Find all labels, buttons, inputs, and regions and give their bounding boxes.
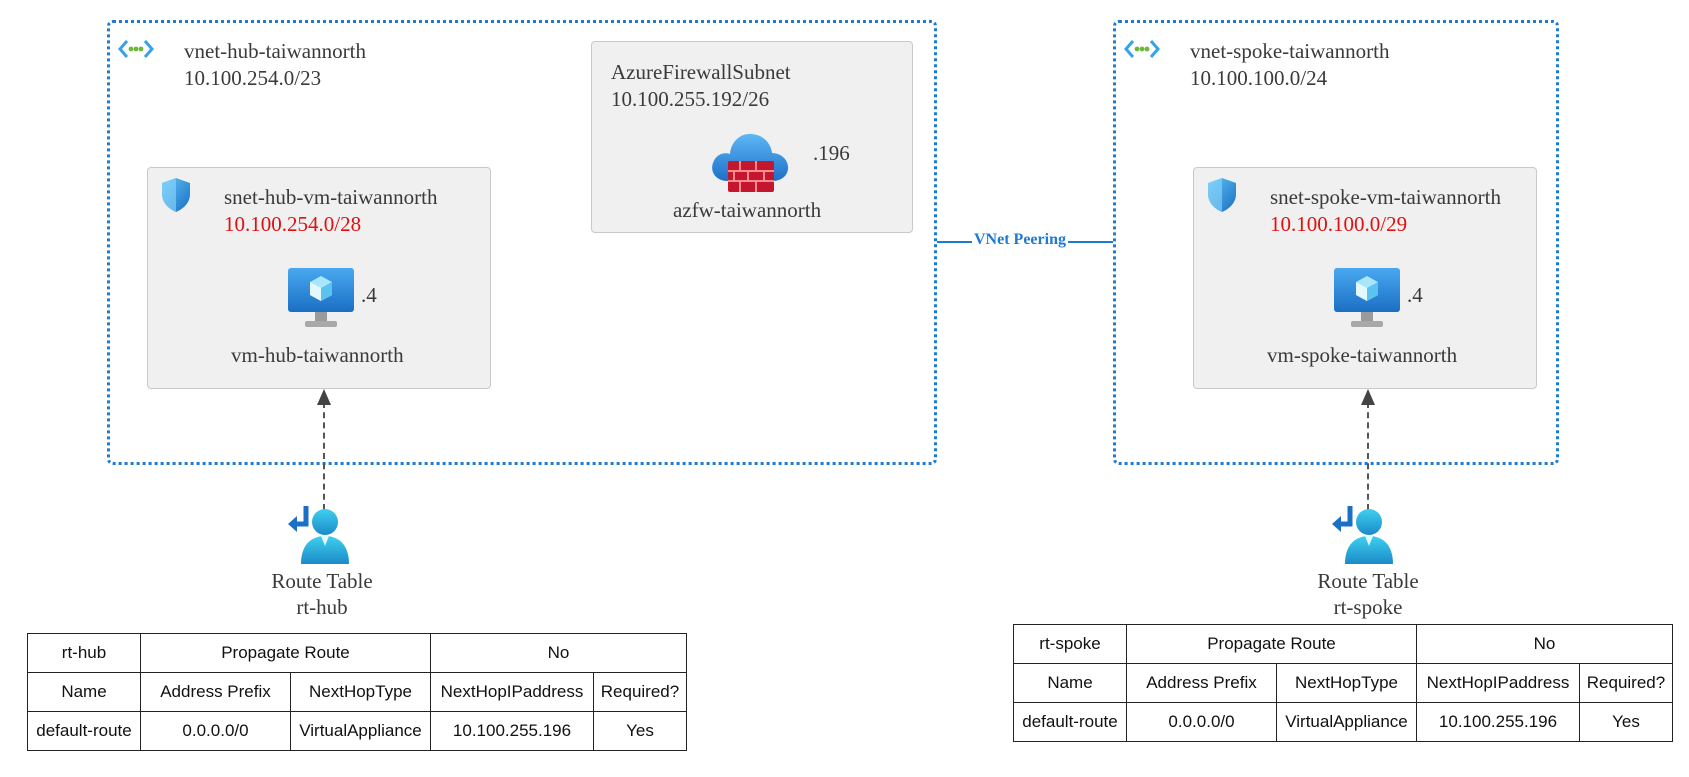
table-header-cell: Address Prefix — [140, 672, 291, 712]
firewall-subnet-cidr: 10.100.255.192/26 — [611, 87, 770, 111]
table-cell: Yes — [593, 711, 687, 751]
arrow-up-icon — [1361, 389, 1375, 405]
table-row: Name Address Prefix NextHopType NextHopI… — [27, 672, 687, 712]
spoke-route-association-line — [1367, 402, 1369, 510]
firewall-name: azfw-taiwannorth — [673, 198, 822, 222]
table-cell: VirtualAppliance — [290, 711, 431, 751]
table-cell: Yes — [1579, 702, 1673, 742]
virtual-machine-icon — [288, 268, 354, 327]
table-header-cell: NextHopIPaddress — [1416, 663, 1580, 703]
table-header-cell: Required? — [1579, 663, 1673, 703]
table-cell: rt-hub — [27, 633, 141, 673]
hub-vnet-name: vnet-hub-taiwannorth — [184, 39, 366, 63]
table-header-cell: Name — [1013, 663, 1127, 703]
route-table-icon — [1332, 506, 1393, 564]
spoke-route-table-grid: rt-spoke Propagate Route No Name Address… — [1013, 624, 1673, 742]
peering-label: VNet Peering — [972, 231, 1068, 249]
hub-vnet-container — [107, 20, 937, 465]
shield-icon — [162, 178, 190, 212]
table-cell: 0.0.0.0/0 — [140, 711, 291, 751]
hub-route-table-name: rt-hub — [296, 595, 348, 619]
firewall-ip-suffix: .196 — [813, 141, 850, 165]
table-header-cell: Address Prefix — [1126, 663, 1277, 703]
table-row: rt-hub Propagate Route No — [27, 633, 687, 673]
table-row: default-route 0.0.0.0/0 VirtualAppliance… — [27, 711, 687, 751]
route-table-icon — [288, 506, 349, 564]
table-cell: Propagate Route — [1126, 624, 1417, 664]
arrow-up-icon — [317, 389, 331, 405]
hub-vnet-cidr: 10.100.254.0/23 — [184, 66, 322, 90]
hub-vm-suffix: .4 — [361, 283, 377, 307]
table-row: rt-spoke Propagate Route No — [1013, 624, 1673, 664]
table-header-cell: NextHopType — [290, 672, 431, 712]
spoke-subnet-cidr: 10.100.100.0/29 — [1270, 212, 1408, 236]
spoke-route-table-label: Route Table — [1317, 569, 1419, 593]
table-cell: 10.100.255.196 — [1416, 702, 1580, 742]
table-cell: No — [430, 633, 687, 673]
spoke-vnet-name: vnet-spoke-taiwannorth — [1190, 39, 1390, 63]
hub-route-association-line — [323, 402, 325, 510]
spoke-vnet-container — [1113, 20, 1559, 465]
table-cell: 10.100.255.196 — [430, 711, 594, 751]
table-header-cell: NextHopIPaddress — [430, 672, 594, 712]
hub-vm-name: vm-hub-taiwannorth — [231, 343, 404, 367]
vnet-icon — [118, 40, 154, 58]
table-cell: 0.0.0.0/0 — [1126, 702, 1277, 742]
table-cell: Propagate Route — [140, 633, 431, 673]
hub-route-table-label: Route Table — [271, 569, 373, 593]
table-cell: rt-spoke — [1013, 624, 1127, 664]
table-row: default-route 0.0.0.0/0 VirtualAppliance… — [1013, 702, 1673, 742]
table-cell: No — [1416, 624, 1673, 664]
spoke-subnet-name: snet-spoke-vm-taiwannorth — [1270, 185, 1501, 209]
spoke-vm-suffix: .4 — [1407, 283, 1423, 307]
table-header-cell: Required? — [593, 672, 687, 712]
hub-subnet-name: snet-hub-vm-taiwannorth — [224, 185, 438, 209]
vnet-icon — [1124, 40, 1160, 58]
table-cell: default-route — [1013, 702, 1127, 742]
shield-icon — [1208, 178, 1236, 212]
hub-subnet-cidr: 10.100.254.0/28 — [224, 212, 362, 236]
table-header-cell: Name — [27, 672, 141, 712]
spoke-route-table-name: rt-spoke — [1333, 595, 1403, 619]
table-header-cell: NextHopType — [1276, 663, 1417, 703]
azure-firewall-icon — [712, 133, 789, 192]
hub-route-table-grid: rt-hub Propagate Route No Name Address P… — [27, 633, 687, 751]
table-row: Name Address Prefix NextHopType NextHopI… — [1013, 663, 1673, 703]
virtual-machine-icon — [1334, 268, 1400, 327]
hub-vm-subnet — [147, 167, 491, 389]
firewall-subnet-name: AzureFirewallSubnet — [611, 60, 791, 84]
table-cell: default-route — [27, 711, 141, 751]
spoke-vm-name: vm-spoke-taiwannorth — [1267, 343, 1458, 367]
table-cell: VirtualAppliance — [1276, 702, 1417, 742]
spoke-vnet-cidr: 10.100.100.0/24 — [1190, 66, 1328, 90]
